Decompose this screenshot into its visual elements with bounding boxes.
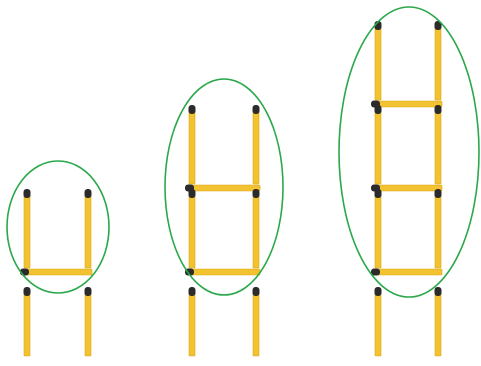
figure-2-upper-right-stick-2-head	[253, 105, 260, 114]
figure-1	[7, 161, 109, 356]
figure-3-upper-right-stick-1-body	[435, 194, 441, 268]
figure-3-rung-1	[371, 269, 442, 276]
figure-2-upper-left-stick-2	[189, 105, 196, 184]
figure-1-leg-right-head	[85, 287, 92, 296]
figure-3-rung-3-body	[376, 101, 442, 107]
figure-2-upper-right-stick-2-body	[253, 110, 259, 184]
figure-2-upper-right-stick-1-head	[253, 189, 260, 198]
figure-2-upper-left-stick-2-body	[189, 110, 195, 184]
figure-3-upper-right-stick-2-body	[435, 110, 441, 184]
figure-3-rung-1-body	[376, 269, 442, 275]
figure-3-upper-left-stick-1-body	[375, 194, 381, 268]
figure-2-rung-1	[185, 269, 260, 276]
figure-3-upper-left-stick-1-head	[375, 189, 382, 198]
figure-2-leg-right-head	[253, 287, 260, 296]
figure-1-leg-right-body	[85, 292, 91, 356]
figure-3-upper-left-stick-3	[375, 21, 382, 100]
figure-2-leg-right-body	[253, 292, 259, 356]
figure-3-upper-right-stick-1-head	[435, 189, 442, 198]
figure-3-upper-right-stick-2-head	[435, 105, 442, 114]
figure-1-upper-right-stick-1-head	[85, 189, 92, 198]
figure-2-leg-right	[253, 287, 260, 356]
figure-1-upper-left-stick-1-body	[24, 194, 30, 268]
figure-1-upper-right-stick-1	[85, 189, 92, 268]
figure-2-upper-right-stick-1	[253, 189, 260, 268]
figure-2-leg-left-head	[189, 287, 196, 296]
figure-3-upper-left-stick-1	[375, 189, 382, 268]
figure-3-leg-right-body	[435, 292, 441, 356]
figure-3-upper-left-stick-3-body	[375, 26, 381, 100]
figure-3-upper-left-stick-2	[375, 105, 382, 184]
figure-2-rung-2	[185, 185, 260, 192]
figure-2-upper-right-stick-2	[253, 105, 260, 184]
figure-2-rung-2-body	[190, 185, 260, 191]
figure-1-upper-left-stick-1	[24, 189, 31, 268]
figure-1-upper-left-stick-1-head	[24, 189, 31, 198]
figure-3-upper-right-stick-3-body	[435, 26, 441, 100]
figure-2-upper-left-stick-2-head	[189, 105, 196, 114]
figure-3-upper-right-stick-2	[435, 105, 442, 184]
figure-1-rung-1-body	[25, 269, 92, 275]
figure-2-leg-left-body	[189, 292, 195, 356]
figure-2	[165, 79, 283, 356]
figure-2-upper-right-stick-1-body	[253, 194, 259, 268]
figure-3-leg-right	[435, 287, 442, 356]
figure-2-rung-1-body	[190, 269, 260, 275]
figure-1-upper-right-stick-1-body	[85, 194, 91, 268]
figure-1-leg-left	[24, 287, 31, 356]
figure-2-upper-left-stick-1-head	[189, 189, 196, 198]
figure-3-leg-left-body	[375, 292, 381, 356]
figure-1-rung-1	[20, 269, 92, 276]
figure-2-upper-left-stick-1	[189, 189, 196, 268]
figure-2-leg-left	[189, 287, 196, 356]
figure-3-rung-2-body	[376, 185, 442, 191]
figure-1-leg-left-body	[24, 292, 30, 356]
figure-3-leg-left	[375, 287, 382, 356]
figure-3	[339, 7, 479, 356]
figure-3-leg-right-head	[435, 287, 442, 296]
figure-1-leg-right	[85, 287, 92, 356]
figure-3-upper-left-stick-2-body	[375, 110, 381, 184]
figure-3-upper-right-stick-3	[435, 21, 442, 100]
figure-1-leg-left-head	[24, 287, 31, 296]
figure-3-rung-3	[371, 101, 442, 108]
figure-3-leg-left-head	[375, 287, 382, 296]
figure-2-upper-left-stick-1-body	[189, 194, 195, 268]
figure-3-rung-2	[371, 185, 442, 192]
figure-3-upper-right-stick-1	[435, 189, 442, 268]
figure-3-ellipse	[339, 7, 479, 297]
figure-3-upper-left-stick-2-head	[375, 105, 382, 114]
